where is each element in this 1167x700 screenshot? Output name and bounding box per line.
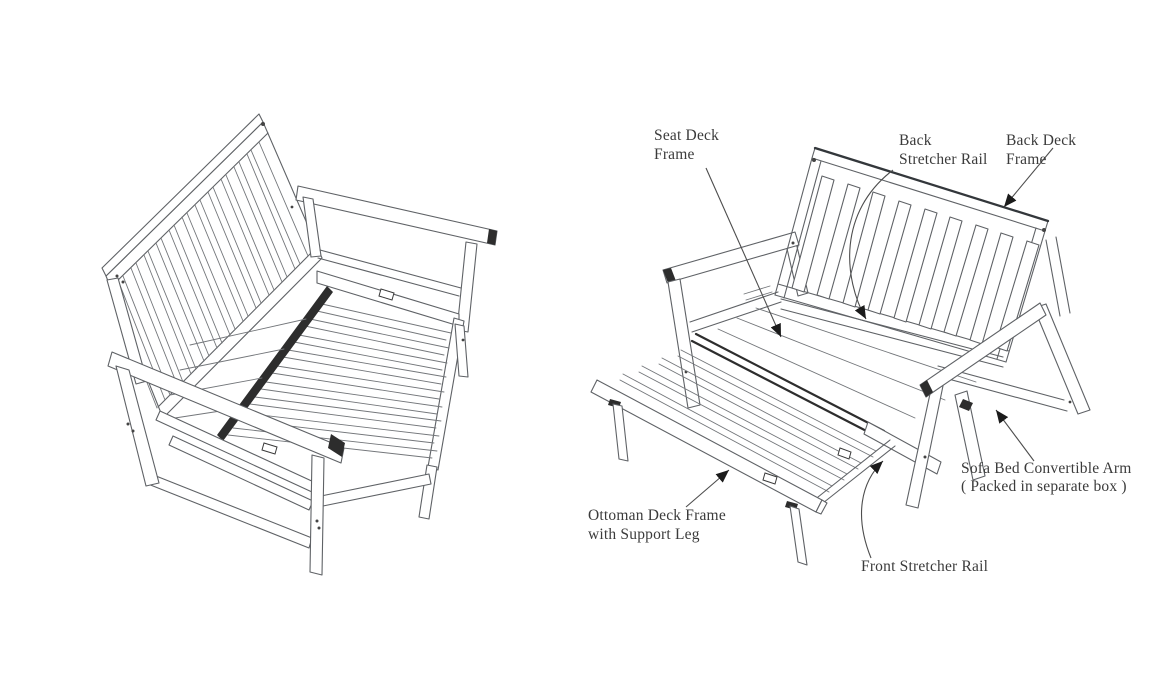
label-line: Frame	[654, 146, 695, 163]
leader-ottoman-deck-frame	[685, 469, 730, 508]
ottoman-deck-frame-part	[590, 349, 896, 566]
label-seat-deck-frame: Seat Deck Frame	[654, 126, 719, 164]
left-arm-sofa-view	[662, 231, 809, 409]
seat-deck-sofa-view	[690, 307, 977, 440]
label-front-stretcher-rail: Front Stretcher Rail	[861, 557, 988, 576]
far-arm-left-view	[290, 185, 498, 333]
back-deck-panel-sofa-view	[774, 146, 1050, 363]
label-back-stretcher-rail: Back Stretcher Rail	[899, 131, 987, 169]
leader-lines	[685, 147, 1054, 559]
label-line: Front Stretcher Rail	[861, 558, 989, 575]
futon-bed-position-drawing	[101, 113, 498, 576]
leader-front-stretcher-rail	[860, 460, 884, 559]
label-line: Frame	[1006, 151, 1047, 168]
label-line: Stretcher Rail	[899, 151, 988, 168]
label-back-deck-frame: Back Deck Frame	[1006, 131, 1076, 169]
label-line: Back Deck	[1006, 132, 1077, 149]
label-line: ( Packed in separate box )	[961, 478, 1127, 495]
right-arm-sofa-view	[905, 302, 1091, 509]
near-arm-left-view	[106, 277, 432, 576]
label-ottoman-deck-frame: Ottoman Deck Frame with Support Leg	[588, 506, 726, 544]
leader-back-deck-frame	[1003, 147, 1054, 208]
leader-seat-deck-frame	[705, 167, 782, 338]
seat-deck-left-view	[161, 270, 465, 471]
label-line: Sofa Bed Convertible Arm	[961, 460, 1132, 477]
deck-legs-left-view	[418, 323, 469, 520]
label-sofa-bed-convertible-arm: Sofa Bed Convertible Arm ( Packed in sep…	[961, 460, 1132, 496]
futon-sofa-position-drawing	[590, 146, 1091, 566]
label-line: Ottoman Deck Frame	[588, 507, 726, 524]
leader-sofa-bed-convertible-arm	[995, 409, 1035, 462]
label-line: Seat Deck	[654, 127, 720, 144]
back-deck-panel-left-view	[101, 113, 323, 419]
rear-right-post	[1045, 236, 1071, 317]
label-line: with Support Leg	[588, 526, 700, 543]
leader-back-stretcher-rail	[849, 169, 894, 320]
label-line: Back	[899, 132, 932, 149]
